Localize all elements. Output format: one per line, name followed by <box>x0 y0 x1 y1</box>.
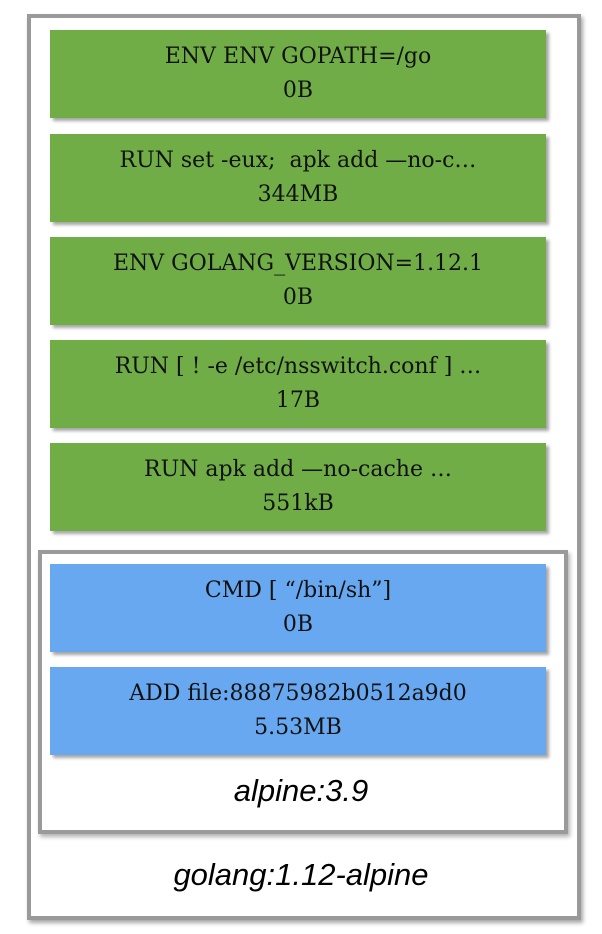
layer-size: 344MB <box>257 182 339 207</box>
layer-add-file: ADD file:88875982b0512a9d0 5.53MB <box>50 667 546 755</box>
layer-command: ENV ENV GOPATH=/go <box>164 44 432 69</box>
layer-size: 0B <box>282 78 314 103</box>
layer-command: RUN [ ! -e /etc/nsswitch.conf ] … <box>114 354 482 379</box>
layer-size: 17B <box>275 388 321 413</box>
layer-run-apk-add-nocache: RUN apk add —no-cache … 551kB <box>50 443 546 531</box>
layer-size: 5.53MB <box>254 715 342 740</box>
layer-size: 0B <box>282 612 314 637</box>
layer-command: RUN set -eux; apk add —no-c… <box>119 148 477 173</box>
layer-run-apk-add-noc: RUN set -eux; apk add —no-c… 344MB <box>50 134 546 222</box>
layer-cmd-bin-sh: CMD [ “/bin/sh”] 0B <box>50 564 546 652</box>
layer-env-gopath: ENV ENV GOPATH=/go 0B <box>50 30 546 118</box>
layer-command: CMD [ “/bin/sh”] <box>204 578 392 603</box>
layer-size: 0B <box>282 285 314 310</box>
layer-run-nsswitch: RUN [ ! -e /etc/nsswitch.conf ] … 17B <box>50 340 546 428</box>
layer-command: ADD file:88875982b0512a9d0 <box>129 681 467 706</box>
image-caption: golang:1.12-alpine <box>173 857 429 892</box>
layer-command: ENV GOLANG_VERSION=1.12.1 <box>112 251 484 276</box>
layer-size: 551kB <box>262 491 334 516</box>
layer-command: RUN apk add —no-cache … <box>144 457 452 482</box>
base-image-caption: alpine:3.9 <box>233 773 369 808</box>
layer-env-golang-version: ENV GOLANG_VERSION=1.12.1 0B <box>50 237 546 325</box>
